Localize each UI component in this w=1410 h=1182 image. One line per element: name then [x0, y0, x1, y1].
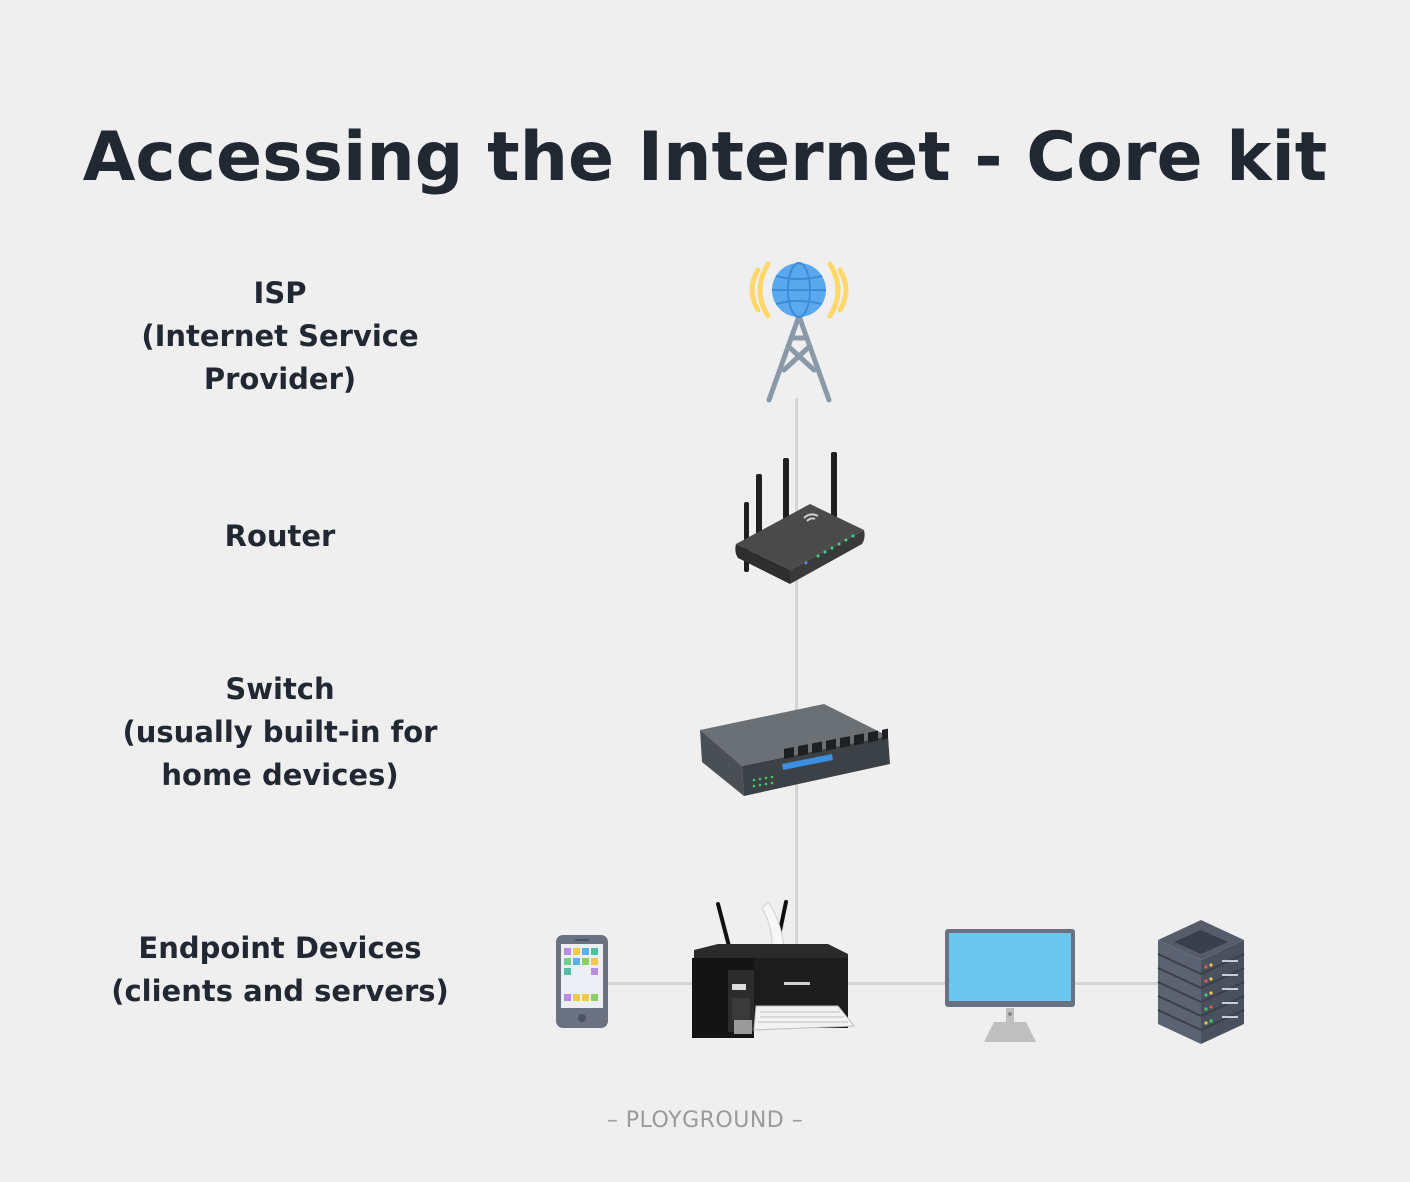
server-rack-icon — [1157, 920, 1245, 1044]
layer-label-line: Switch — [225, 672, 335, 706]
cell-tower-globe-icon — [749, 261, 849, 403]
wifi-router-icon — [735, 452, 865, 584]
vertical-connection-line — [795, 398, 798, 946]
layer-label-line: Router — [224, 519, 336, 553]
page-title: Accessing the Internet - Core kit — [82, 118, 1328, 197]
layer-label-isp: ISP (Internet Service Provider) — [80, 272, 480, 401]
layer-label-line: (usually built-in for — [122, 715, 438, 749]
layer-label-line: (clients and servers) — [111, 974, 449, 1008]
footer-brand: – PLOYGROUND – — [606, 1108, 804, 1133]
printer-icon — [692, 900, 856, 1038]
smartphone-icon — [556, 935, 608, 1028]
desktop-monitor-icon — [945, 929, 1075, 1042]
layer-label-line: home devices) — [161, 758, 399, 792]
layer-label-line: Endpoint Devices — [138, 931, 422, 965]
layer-label-line: (Internet Service — [141, 319, 419, 353]
layer-label-switch: Switch (usually built-in for home device… — [80, 668, 480, 797]
horizontal-connection-line — [600, 982, 1180, 985]
layer-label-line: Provider) — [203, 362, 357, 396]
layer-label-endpoint: Endpoint Devices (clients and servers) — [80, 927, 480, 1013]
layer-label-router: Router — [80, 515, 480, 558]
network-switch-icon — [700, 704, 890, 796]
layer-label-line: ISP — [253, 276, 307, 310]
